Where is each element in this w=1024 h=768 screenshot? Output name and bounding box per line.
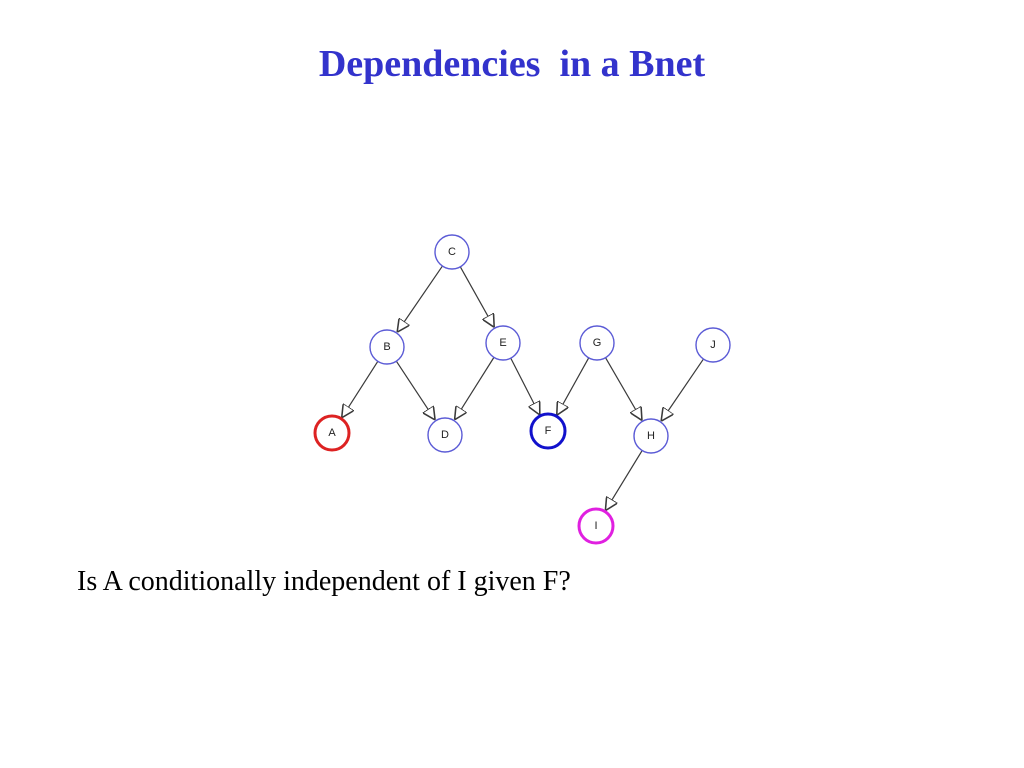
- node-circle-h: [633, 418, 669, 454]
- edge-e-to-d: [455, 357, 495, 419]
- node-h: H: [633, 418, 669, 454]
- node-label-f: F: [545, 425, 552, 437]
- node-circle-c: [434, 234, 470, 270]
- question-text: Is A conditionally independent of I give…: [77, 566, 571, 597]
- node-circle-a: [313, 414, 351, 452]
- node-label-a: A: [328, 427, 336, 439]
- edge-c-to-e: [459, 266, 494, 327]
- node-circle-b: [369, 329, 405, 365]
- node-circle-j: [695, 327, 731, 363]
- node-circle-e: [485, 325, 521, 361]
- edge-c-to-b: [397, 265, 443, 332]
- slide-title: Dependencies in a Bnet: [318, 43, 706, 85]
- edge-b-to-d: [395, 360, 435, 420]
- node-c: C: [434, 234, 470, 270]
- node-label-b: B: [383, 341, 390, 353]
- node-g: G: [579, 325, 615, 361]
- node-b: B: [369, 329, 405, 365]
- node-a: A: [313, 414, 351, 452]
- node-circle-d: [427, 417, 463, 453]
- node-circle-g: [579, 325, 615, 361]
- node-d: D: [427, 417, 463, 453]
- node-e: E: [485, 325, 521, 361]
- node-label-h: H: [647, 430, 655, 442]
- node-label-d: D: [441, 429, 449, 441]
- edge-g-to-f: [557, 357, 590, 415]
- edge-h-to-i: [605, 450, 643, 511]
- node-label-i: I: [594, 520, 597, 532]
- edge-e-to-f: [510, 357, 540, 415]
- edges-layer: [342, 265, 704, 511]
- node-circle-i: [577, 507, 615, 545]
- node-label-e: E: [499, 337, 506, 349]
- node-label-c: C: [448, 246, 456, 258]
- edge-g-to-h: [605, 357, 642, 421]
- node-label-j: J: [710, 339, 716, 351]
- nodes-layer: C B E G J A D F H I: [313, 234, 731, 545]
- node-f: F: [529, 412, 567, 450]
- node-circle-f: [529, 412, 567, 450]
- node-i: I: [577, 507, 615, 545]
- node-j: J: [695, 327, 731, 363]
- edge-b-to-a: [342, 360, 379, 418]
- node-label-g: G: [593, 337, 602, 349]
- edge-j-to-h: [661, 358, 704, 421]
